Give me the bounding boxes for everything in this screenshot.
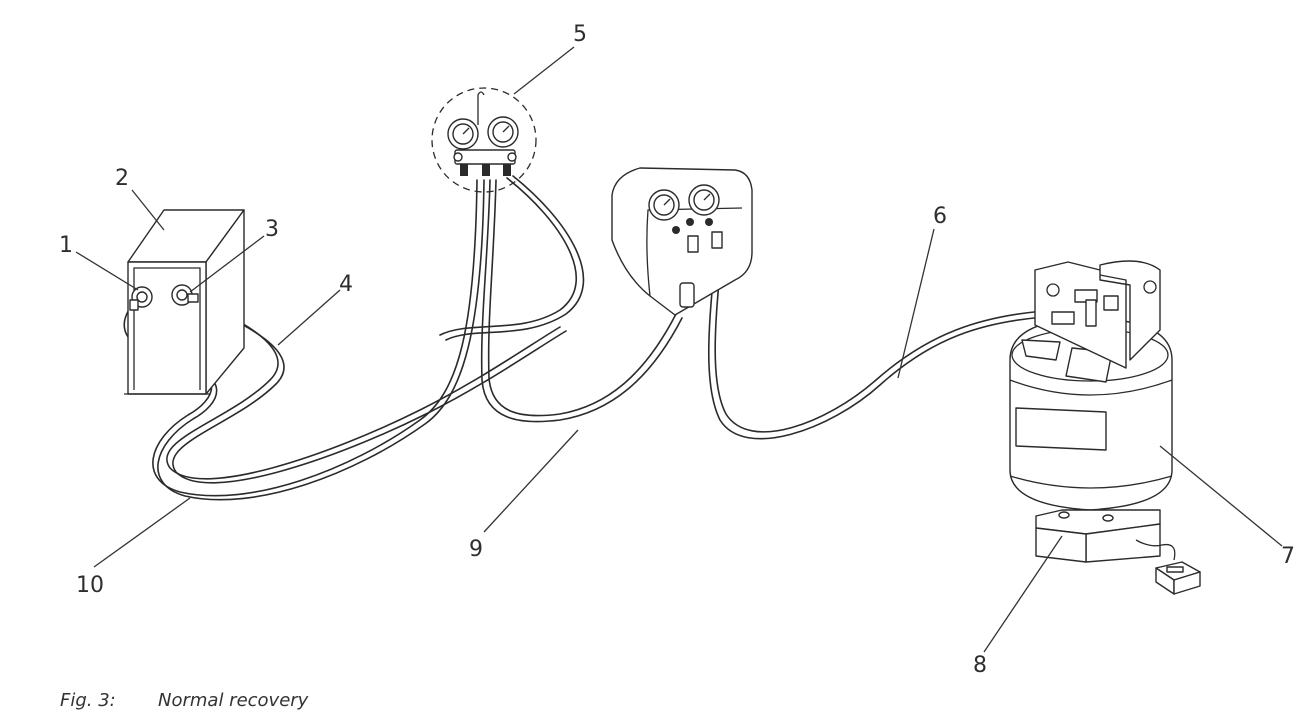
callout-5: 5 xyxy=(573,22,587,47)
hose-4 xyxy=(166,296,567,484)
callout-1: 1 xyxy=(59,233,73,258)
callout-10: 10 xyxy=(76,573,104,598)
callout-4: 4 xyxy=(339,272,353,297)
callout-2: 2 xyxy=(115,166,129,191)
recovery-unit xyxy=(611,167,753,316)
callout-8: 8 xyxy=(973,653,987,678)
low-side-port xyxy=(129,286,153,311)
figure-title: Normal recovery xyxy=(158,690,309,711)
recovery-cylinder xyxy=(1009,260,1173,511)
callout-6: 6 xyxy=(933,204,947,229)
leader-lines xyxy=(75,46,1283,653)
callout-7: 7 xyxy=(1281,544,1295,569)
figure-label: Fig. 3: xyxy=(60,690,116,711)
scale xyxy=(1035,509,1201,595)
refrigeration-unit xyxy=(124,209,245,395)
manifold-gauge-set xyxy=(431,87,537,193)
callout-3: 3 xyxy=(265,217,279,242)
hose-6 xyxy=(707,245,1061,440)
high-side-port xyxy=(171,284,199,306)
callout-9: 9 xyxy=(469,537,483,562)
hose-manifold-loop xyxy=(439,175,585,341)
hose-9 xyxy=(480,179,683,423)
